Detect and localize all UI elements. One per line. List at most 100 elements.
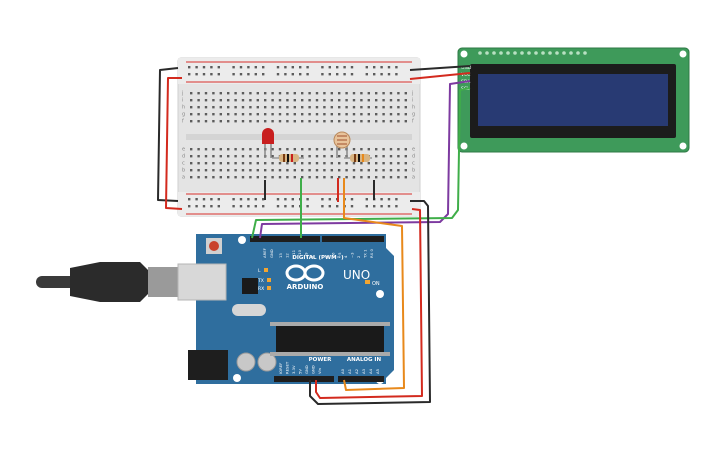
breadboard-hole[interactable]	[301, 120, 304, 123]
breadboard-hole[interactable]	[234, 176, 237, 179]
breadboard-hole[interactable]	[404, 113, 407, 116]
breadboard-hole[interactable]	[227, 162, 230, 165]
rail-hole[interactable]	[232, 66, 235, 69]
rail-hole[interactable]	[373, 205, 376, 208]
breadboard-hole[interactable]	[315, 113, 319, 116]
breadboard-hole[interactable]	[308, 92, 311, 95]
breadboard-hole[interactable]	[204, 106, 208, 109]
breadboard-hole[interactable]	[375, 148, 378, 151]
resistor-led[interactable]	[272, 154, 304, 162]
breadboard-hole[interactable]	[360, 162, 363, 165]
breadboard-hole[interactable]	[227, 92, 230, 95]
breadboard-hole[interactable]	[404, 120, 407, 123]
rail-hole[interactable]	[306, 73, 309, 76]
breadboard-hole[interactable]	[330, 120, 333, 123]
breadboard-hole[interactable]	[345, 120, 348, 123]
breadboard-hole[interactable]	[352, 148, 356, 151]
breadboard-hole[interactable]	[338, 120, 341, 123]
breadboard-hole[interactable]	[360, 92, 363, 95]
breadboard-hole[interactable]	[330, 148, 333, 151]
breadboard-hole[interactable]	[352, 106, 356, 109]
rail-hole[interactable]	[254, 205, 257, 208]
rail-hole[interactable]	[395, 198, 398, 201]
breadboard-hole[interactable]	[315, 120, 319, 123]
breadboard-hole[interactable]	[264, 92, 267, 95]
rail-hole[interactable]	[239, 198, 243, 201]
rail-hole[interactable]	[306, 205, 309, 208]
breadboard-hole[interactable]	[219, 106, 222, 109]
breadboard-hole[interactable]	[397, 162, 400, 165]
breadboard-hole[interactable]	[375, 99, 378, 102]
rail-hole[interactable]	[188, 198, 191, 201]
rail-hole[interactable]	[328, 66, 331, 69]
rail-hole[interactable]	[365, 66, 368, 69]
breadboard-hole[interactable]	[338, 169, 341, 172]
breadboard-hole[interactable]	[190, 120, 193, 123]
breadboard-hole[interactable]	[367, 169, 370, 172]
breadboard-hole[interactable]	[227, 155, 230, 158]
breadboard-hole[interactable]	[219, 169, 222, 172]
breadboard-hole[interactable]	[367, 148, 370, 151]
rail-hole[interactable]	[239, 66, 243, 69]
breadboard-hole[interactable]	[241, 99, 245, 102]
breadboard-hole[interactable]	[301, 113, 304, 116]
breadboard-hole[interactable]	[256, 113, 259, 116]
breadboard-hole[interactable]	[301, 92, 304, 95]
breadboard-hole[interactable]	[190, 99, 193, 102]
breadboard-hole[interactable]	[197, 162, 200, 165]
rail-hole[interactable]	[306, 66, 309, 69]
breadboard-hole[interactable]	[271, 106, 274, 109]
breadboard-hole[interactable]	[293, 120, 296, 123]
rail-hole[interactable]	[350, 198, 354, 201]
rail-hole[interactable]	[232, 198, 235, 201]
breadboard-hole[interactable]	[197, 99, 200, 102]
breadboard-hole[interactable]	[271, 113, 274, 116]
breadboard-hole[interactable]	[190, 169, 193, 172]
rail-hole[interactable]	[299, 66, 302, 69]
breadboard-hole[interactable]	[301, 99, 304, 102]
breadboard-hole[interactable]	[256, 155, 259, 158]
breadboard-hole[interactable]	[315, 99, 319, 102]
breadboard-hole[interactable]	[271, 148, 274, 151]
breadboard-hole[interactable]	[352, 99, 356, 102]
analog-header[interactable]	[338, 376, 384, 382]
breadboard-hole[interactable]	[315, 106, 319, 109]
breadboard-hole[interactable]	[212, 106, 215, 109]
breadboard-hole[interactable]	[330, 162, 333, 165]
breadboard-hole[interactable]	[323, 120, 326, 123]
breadboard-hole[interactable]	[375, 155, 378, 158]
rail-hole[interactable]	[217, 73, 220, 76]
breadboard-hole[interactable]	[204, 120, 208, 123]
breadboard-hole[interactable]	[330, 176, 333, 179]
breadboard-hole[interactable]	[367, 106, 370, 109]
breadboard-hole[interactable]	[212, 120, 215, 123]
rail-hole[interactable]	[380, 73, 383, 76]
breadboard-hole[interactable]	[330, 92, 333, 95]
breadboard-hole[interactable]	[227, 169, 230, 172]
breadboard-hole[interactable]	[345, 106, 348, 109]
rail-hole[interactable]	[247, 205, 250, 208]
breadboard-hole[interactable]	[271, 92, 274, 95]
breadboard-hole[interactable]	[315, 148, 319, 151]
breadboard-hole[interactable]	[212, 92, 215, 95]
breadboard-hole[interactable]	[338, 106, 341, 109]
breadboard-hole[interactable]	[345, 162, 348, 165]
wire-gnd-return[interactable]	[309, 200, 431, 405]
breadboard-hole[interactable]	[197, 113, 200, 116]
breadboard-hole[interactable]	[389, 106, 393, 109]
breadboard-hole[interactable]	[271, 120, 274, 123]
rail-hole[interactable]	[395, 205, 398, 208]
breadboard-hole[interactable]	[278, 176, 282, 179]
rail-hole[interactable]	[365, 198, 368, 201]
breadboard-hole[interactable]	[256, 99, 259, 102]
breadboard-hole[interactable]	[389, 99, 393, 102]
breadboard-hole[interactable]	[352, 169, 356, 172]
breadboard-hole[interactable]	[389, 148, 393, 151]
breadboard-hole[interactable]	[315, 169, 319, 172]
rail-hole[interactable]	[210, 205, 213, 208]
rail-hole[interactable]	[328, 198, 331, 201]
breadboard-hole[interactable]	[382, 169, 385, 172]
rail-hole[interactable]	[328, 205, 331, 208]
breadboard-hole[interactable]	[293, 92, 296, 95]
breadboard-hole[interactable]	[278, 120, 282, 123]
